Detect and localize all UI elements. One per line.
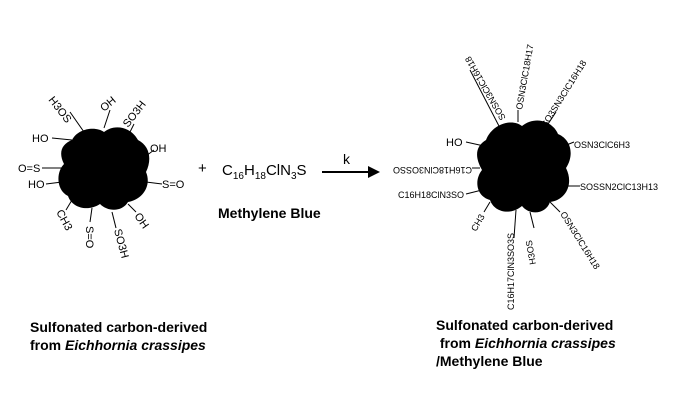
left-group-label: HO xyxy=(28,179,45,191)
methylene-blue-formula: C16H18ClN3S xyxy=(222,162,307,182)
product-group-label: OSN3ClC6H3 xyxy=(574,140,630,150)
left-group-label: HO xyxy=(32,133,49,145)
plus-sign: + xyxy=(198,160,207,177)
product-group-label: CH3 xyxy=(469,212,487,233)
left-caption-line2: from Eichhornia crassipes xyxy=(30,337,206,353)
left-group-label: O=S xyxy=(18,163,40,175)
left-group-label: CH3 xyxy=(53,208,74,233)
product-group-label: OSN3ClC16H18 xyxy=(558,210,601,271)
product-group-label: HO xyxy=(446,137,463,149)
left-group-label: H3OS xyxy=(46,94,74,125)
sulfonated-carbon-particle xyxy=(42,109,163,229)
product-caption: Sulfonated carbon-derived from Eichhorni… xyxy=(436,316,616,370)
formula-h: H xyxy=(243,162,255,179)
left-group-label: OH xyxy=(132,211,151,231)
product-group-label: C16H17ClN3SO3S xyxy=(506,233,516,310)
product-group-label: H3OS xyxy=(524,240,538,266)
product-caption-species: Eichhornia crassipes xyxy=(474,335,616,351)
left-group-label: SO3H xyxy=(121,99,149,130)
formula-s: S xyxy=(296,162,307,179)
left-group-label: OH xyxy=(150,143,167,155)
formula-cln: ClN xyxy=(265,162,291,179)
product-group-label: OSN3ClC18H17 xyxy=(514,44,535,111)
product-group-label: C16H18ClN3OSSO xyxy=(393,165,472,175)
product-particle-blob xyxy=(477,120,571,213)
product-group-label: SOSSN2ClC13H13 xyxy=(580,182,658,192)
product-group-label: C16H18ClN3SO xyxy=(398,190,464,200)
left-group-label: SO3H xyxy=(111,228,130,260)
product-caption-line2: from Eichhornia crassipes xyxy=(439,335,616,351)
product-group-label: SO3SN3ClC16H18 xyxy=(539,58,588,129)
product-particle xyxy=(465,69,580,239)
formula-c-count: 16 xyxy=(232,171,244,182)
rate-constant-label: k xyxy=(343,151,351,167)
formula-n-count: 3 xyxy=(290,171,297,182)
product-caption-line1: Sulfonated carbon-derived xyxy=(436,317,614,333)
formula-c: C xyxy=(222,162,233,179)
left-caption-species: Eichhornia crassipes xyxy=(65,337,206,353)
product-caption-line3: /Methylene Blue xyxy=(436,353,543,369)
formula-h-count: 18 xyxy=(254,171,266,182)
methylene-blue-name: Methylene Blue xyxy=(218,205,321,221)
left-caption: Sulfonated carbon-derived from Eichhorni… xyxy=(30,318,207,354)
left-caption-line1: Sulfonated carbon-derived xyxy=(30,319,208,335)
product-group-label: SOSN3ClC16H18 xyxy=(463,55,508,122)
left-group-label: S=O xyxy=(83,226,95,249)
left-group-label: OH xyxy=(98,94,118,114)
reaction-arrow xyxy=(322,166,380,178)
carbon-particle-blob xyxy=(58,127,150,210)
left-group-label: S=O xyxy=(162,179,185,191)
